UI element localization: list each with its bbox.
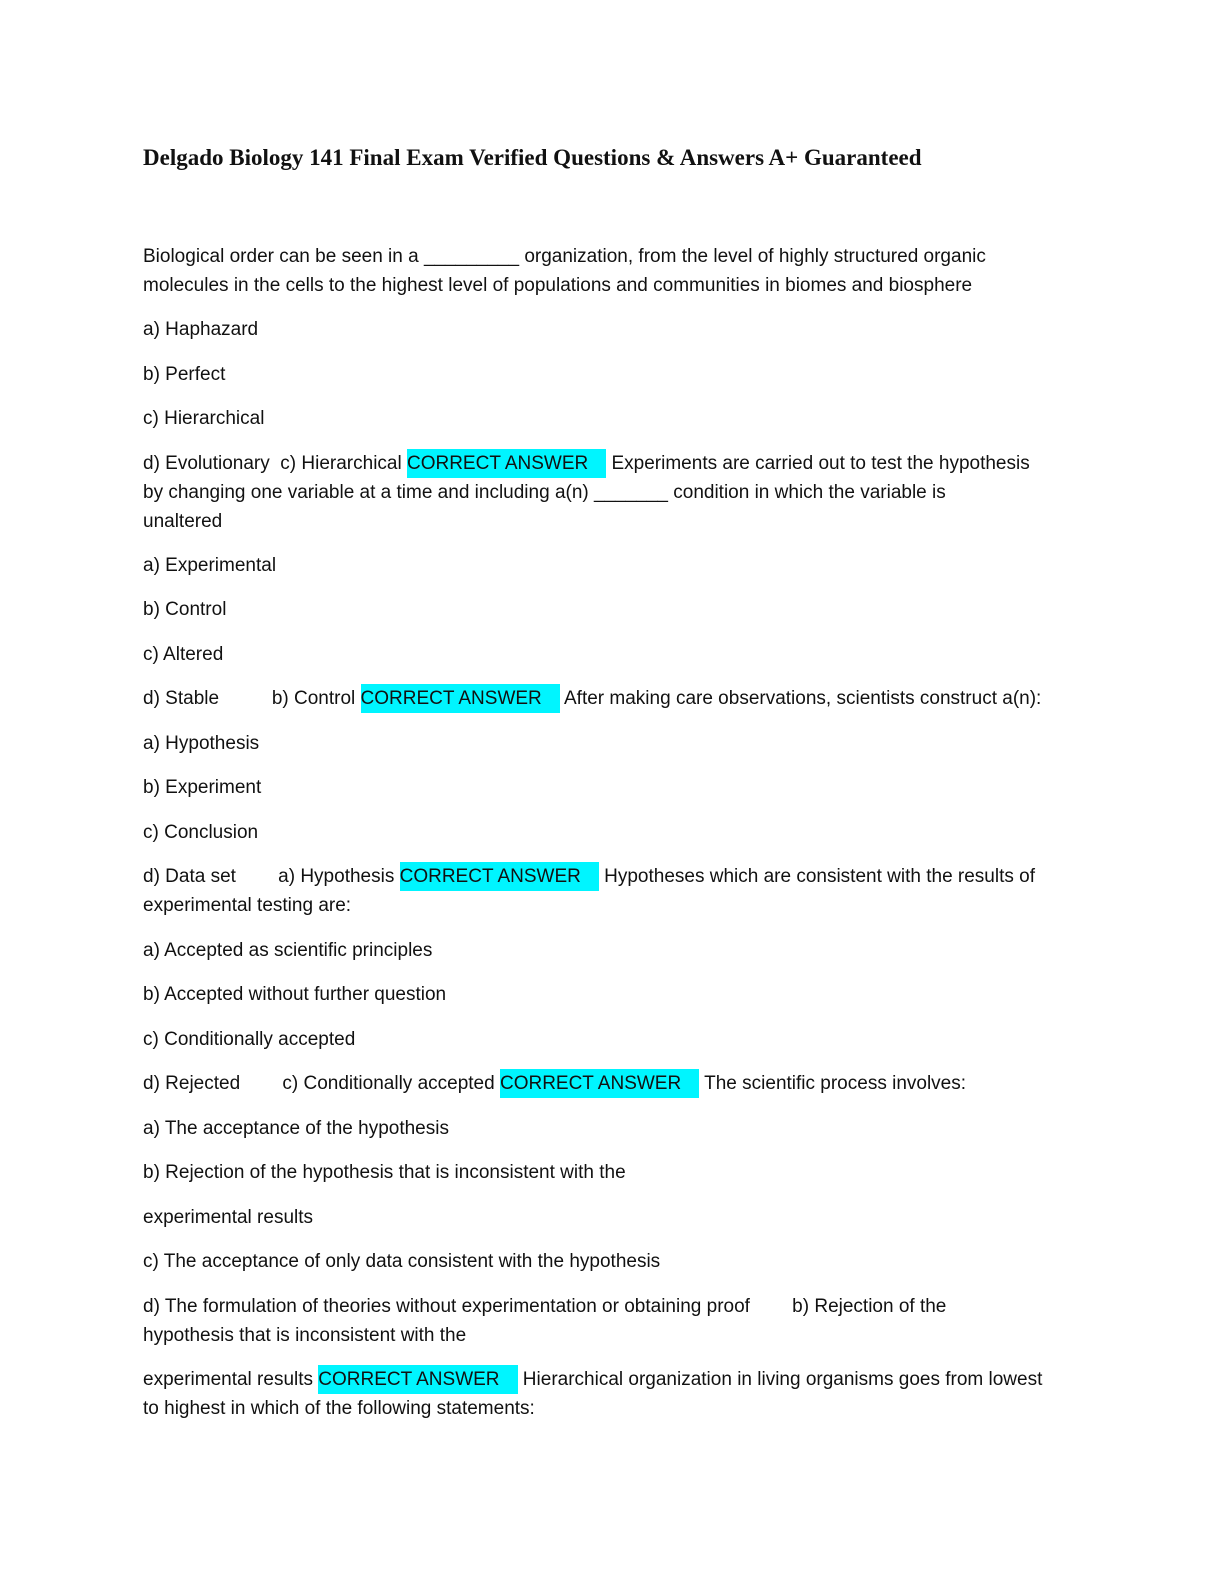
answer-line-prefix: d) Evolutionary c) Hierarchical — [143, 453, 407, 474]
option-a: a) Experimental — [143, 555, 277, 576]
answer-line-prefix: experimental results — [143, 1369, 319, 1390]
option-b: b) Accepted without further question — [143, 984, 447, 1005]
correct-answer-highlight: CORRECT ANSWER — [406, 449, 607, 478]
document-title: Delgado Biology 141 Final Exam Verified … — [143, 145, 922, 170]
answer-line: d) Data set a) Hypothesis CORRECT ANSWER… — [143, 862, 1035, 891]
option-d-with-answer: d) The formulation of theories without e… — [143, 1296, 947, 1317]
question-line: to highest in which of the following sta… — [143, 1398, 535, 1419]
option-c: c) The acceptance of only data consisten… — [143, 1251, 661, 1272]
answer-line-prefix: d) Data set a) Hypothesis — [143, 866, 400, 887]
correct-answer-highlight: CORRECT ANSWER — [399, 862, 599, 891]
correct-answer-highlight: CORRECT ANSWER — [499, 1069, 700, 1098]
option-a: a) The acceptance of the hypothesis — [143, 1118, 449, 1139]
correct-answer-highlight: CORRECT ANSWER — [318, 1365, 518, 1394]
option-c: c) Conditionally accepted — [143, 1029, 356, 1050]
option-c: c) Hierarchical — [143, 408, 265, 429]
answer-line-prefix: d) Stable b) Control — [143, 688, 361, 709]
next-question-text: After making care observations, scientis… — [559, 688, 1042, 709]
question-line: unaltered — [143, 511, 223, 532]
question-line: by changing one variable at a time and i… — [143, 482, 946, 503]
next-question-text: Experiments are carried out to test the … — [606, 453, 1030, 474]
option-b: b) Rejection of the hypothesis that is i… — [143, 1162, 626, 1183]
answer-continued: hypothesis that is inconsistent with the — [143, 1325, 467, 1346]
option-a: a) Accepted as scientific principles — [143, 940, 433, 961]
question-1-line-2: molecules in the cells to the highest le… — [143, 275, 973, 296]
answer-line: d) Evolutionary c) Hierarchical CORRECT … — [143, 449, 1030, 478]
option-b: b) Control — [143, 599, 227, 620]
option-b: b) Experiment — [143, 777, 262, 798]
next-question-text: The scientific process involves: — [699, 1073, 967, 1094]
correct-answer-highlight: CORRECT ANSWER — [360, 684, 560, 713]
option-b-continued: experimental results — [143, 1207, 314, 1228]
option-c: c) Altered — [143, 644, 224, 665]
question-line: experimental testing are: — [143, 895, 352, 916]
answer-line: d) Stable b) Control CORRECT ANSWER Afte… — [143, 684, 1041, 713]
option-b: b) Perfect — [143, 364, 226, 385]
option-a: a) Haphazard — [143, 319, 259, 340]
next-question-text: Hypotheses which are consistent with the… — [598, 866, 1035, 887]
answer-line: d) Rejected c) Conditionally accepted CO… — [143, 1069, 966, 1098]
option-c: c) Conclusion — [143, 822, 259, 843]
option-a: a) Hypothesis — [143, 733, 260, 754]
answer-line-prefix: d) Rejected c) Conditionally accepted — [143, 1073, 500, 1094]
answer-line: experimental results CORRECT ANSWER Hier… — [143, 1365, 1042, 1394]
question-1-line-1: Biological order can be seen in a ______… — [143, 246, 986, 267]
next-question-text: Hierarchical organization in living orga… — [517, 1369, 1043, 1390]
